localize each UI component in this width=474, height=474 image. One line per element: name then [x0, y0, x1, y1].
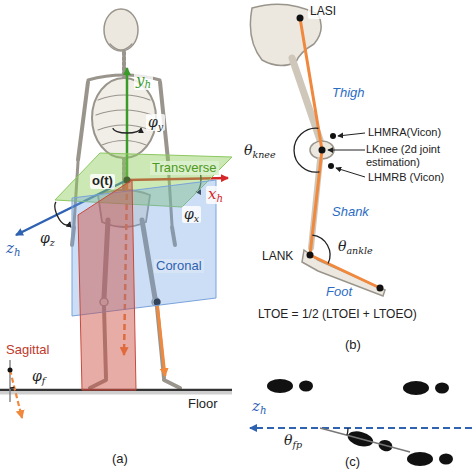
marker-label: LANK — [262, 250, 293, 264]
floor-ground — [0, 392, 232, 395]
marker-label: LHMRB (Vicon) — [368, 171, 444, 184]
leader-line — [328, 150, 365, 151]
footprint — [267, 379, 313, 393]
footprint — [407, 452, 453, 466]
panel-label: (a) — [112, 452, 128, 467]
angle-label: φf — [30, 368, 47, 385]
angle-arc — [294, 128, 319, 172]
leader-line — [336, 168, 365, 177]
marker-dot — [307, 252, 314, 259]
foot-axis — [320, 428, 410, 452]
rotation-arc — [113, 128, 141, 133]
jaw — [110, 44, 132, 50]
panel-label: (c) — [345, 455, 360, 470]
walking-direction — [250, 427, 472, 429]
axis-label: zh — [4, 240, 22, 258]
marker-dot — [297, 15, 304, 22]
angle-arc — [312, 235, 330, 263]
plane-fill — [78, 180, 136, 390]
foot — [164, 380, 180, 388]
leader-line — [338, 133, 365, 136]
leg-vector — [157, 302, 165, 376]
angle-label: φx — [182, 206, 201, 223]
angle-label: φy — [146, 114, 165, 131]
axis-label: zh — [252, 398, 266, 416]
humerus — [78, 82, 88, 160]
sagittal-plane: Sagittal — [2, 180, 138, 392]
joint-dot — [8, 368, 13, 373]
angle-arc — [10, 387, 14, 389]
marker-label: LHMRA(Vicon) — [368, 126, 441, 139]
footprint — [403, 381, 449, 395]
angle-label: θfp — [284, 432, 302, 449]
angle-label: θankle — [338, 238, 373, 255]
angle-arc — [347, 428, 348, 435]
axis-label: xh — [206, 186, 225, 204]
plane-shape — [2, 180, 138, 392]
plane-label: Transverse — [150, 161, 219, 175]
plane-label: Sagittal — [4, 343, 51, 357]
axis-label: yh — [134, 72, 153, 90]
marker-dot — [377, 285, 384, 292]
marker-dot — [328, 163, 334, 169]
plane-label: Coronal — [154, 259, 204, 273]
marker-label: LKnee (2d joint estimation) — [366, 143, 470, 168]
marker-dot — [330, 133, 336, 139]
panel-label: (b) — [345, 338, 361, 353]
angle-label: θknee — [244, 142, 276, 159]
angle-label: φz — [38, 230, 57, 247]
floor-label: Floor — [188, 397, 218, 412]
ribs — [96, 95, 152, 145]
segment-label: Foot — [326, 285, 352, 300]
origin-label: o(t) — [90, 174, 115, 189]
rotation-arc — [55, 202, 70, 225]
segment-label: Shank — [332, 205, 369, 220]
vertical-reference — [9, 360, 11, 402]
formula-label: LTOE = 1/2 (LTOEI + LTOEO) — [258, 308, 417, 322]
marker-dot — [319, 147, 326, 154]
foot-vector — [10, 370, 22, 418]
skull — [104, 9, 138, 51]
segment-label: Thigh — [332, 86, 365, 101]
marker-label: LASI — [308, 5, 338, 19]
